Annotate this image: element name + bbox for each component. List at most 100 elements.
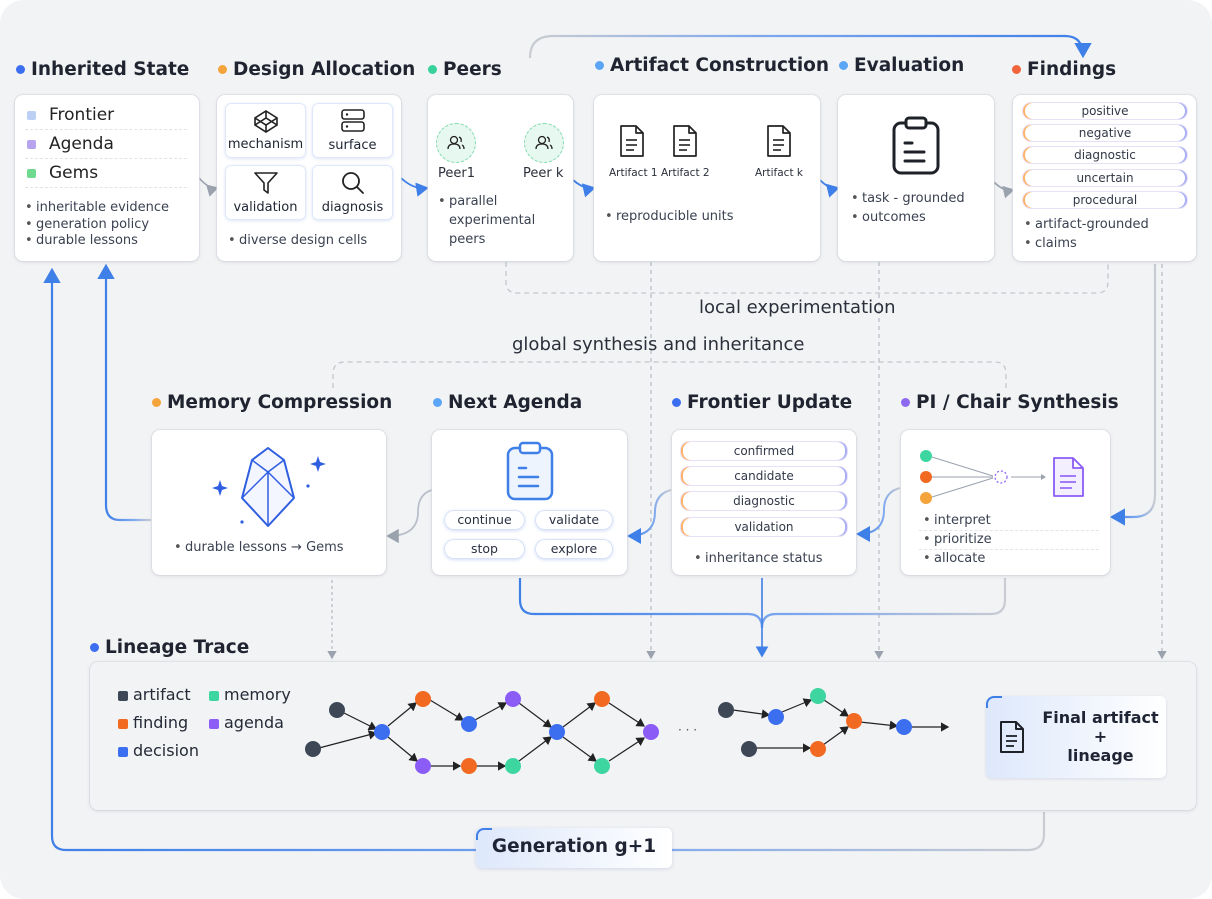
design-allocation-card: mechanism surface validation diagnosis d… bbox=[217, 95, 401, 261]
bullet: interpret bbox=[923, 512, 991, 529]
findings-title: Findings bbox=[1012, 59, 1116, 80]
agenda-option-explore: explore bbox=[535, 539, 613, 559]
mechanism-label: mechanism bbox=[227, 137, 304, 152]
bullet: allocate bbox=[923, 550, 985, 567]
diagnosis-label: diagnosis bbox=[321, 200, 384, 215]
validation-cell: validation bbox=[225, 165, 306, 220]
legend-artifact: artifact bbox=[118, 685, 191, 704]
lineage-trace-title-text: Lineage Trace bbox=[105, 637, 250, 658]
evaluation-title: Evaluation bbox=[839, 55, 964, 76]
bullet: diverse design cells bbox=[228, 232, 367, 249]
memory-compression-title-text: Memory Compression bbox=[167, 392, 393, 413]
artifact-construction-card: Artifact 1 Artifact 2 Artifact k reprodu… bbox=[594, 95, 820, 261]
synthesis-flow-icon bbox=[920, 450, 1084, 504]
lineage-graph bbox=[318, 698, 950, 771]
bullet: prioritize bbox=[923, 531, 992, 548]
finding-pill-negative: negative bbox=[1023, 125, 1187, 141]
artifact-swatch bbox=[118, 690, 128, 701]
legend-memory: memory bbox=[209, 685, 291, 704]
users-icon bbox=[535, 135, 553, 150]
frontier-pill-diagnostic: diagnostic bbox=[681, 492, 847, 510]
local-bracket bbox=[505, 262, 1109, 294]
document-icon bbox=[1000, 721, 1024, 753]
surface-cell: surface bbox=[312, 103, 393, 158]
artifact-2-label: Artifact 2 bbox=[661, 167, 710, 179]
lineage-trace-title: Lineage Trace bbox=[90, 637, 249, 658]
frontier-pill-candidate: candidate bbox=[681, 467, 847, 485]
search-icon bbox=[341, 172, 364, 194]
lineage-ellipsis: · · · bbox=[678, 723, 698, 737]
peer1-label: Peer1 bbox=[438, 166, 475, 181]
validation-label: validation bbox=[233, 200, 298, 215]
filter-icon bbox=[253, 172, 278, 194]
peers-title-text: Peers bbox=[443, 59, 502, 80]
final-artifact-label: Final artifact + lineage bbox=[1038, 708, 1163, 765]
mechanism-cell: mechanism bbox=[225, 103, 306, 158]
legend-agenda-label: agenda bbox=[224, 713, 284, 732]
finding-pill-positive: positive bbox=[1023, 103, 1187, 119]
agenda-option-validate: validate bbox=[535, 510, 613, 530]
pi-synthesis-card: interpret prioritize allocate bbox=[901, 430, 1110, 575]
findings-card: positive negative diagnostic uncertain p… bbox=[1013, 95, 1196, 261]
bullet: artifact-grounded bbox=[1024, 216, 1149, 233]
feedback-arc-top bbox=[528, 34, 1092, 59]
agenda-option-continue: continue bbox=[444, 510, 525, 530]
inherited-state-title-text: Inherited State bbox=[31, 59, 190, 80]
legend-finding-label: finding bbox=[133, 713, 189, 732]
connector-1 bbox=[198, 177, 219, 197]
memory-to-inherited bbox=[97, 263, 151, 522]
bullet: reproducible units bbox=[605, 208, 733, 225]
frontier-label: Frontier bbox=[49, 105, 115, 125]
lineage-nodes bbox=[305, 688, 912, 774]
next-agenda-title-text: Next Agenda bbox=[448, 392, 583, 413]
connector-4 bbox=[819, 179, 840, 198]
stage-dot bbox=[218, 65, 227, 74]
frontier-update-title: Frontier Update bbox=[672, 392, 852, 413]
peerk-avatar bbox=[524, 123, 564, 163]
stage-dot bbox=[839, 61, 848, 70]
agenda-icon bbox=[27, 139, 36, 149]
bullet: durable lessons bbox=[25, 232, 138, 249]
legend-finding: finding bbox=[118, 713, 188, 732]
document-icon bbox=[767, 125, 791, 157]
frontier-update-title-text: Frontier Update bbox=[687, 392, 853, 413]
bullet: durable lessons → Gems bbox=[174, 539, 344, 556]
codepen-icon bbox=[253, 110, 278, 133]
gems-icon bbox=[27, 168, 36, 178]
peerk-label: Peer k bbox=[523, 166, 564, 181]
global-bracket bbox=[332, 361, 1007, 388]
peer1-avatar bbox=[436, 123, 476, 163]
stage-dot bbox=[901, 398, 910, 407]
design-allocation-title-text: Design Allocation bbox=[233, 59, 416, 80]
final-artifact-card: Final artifact + lineage bbox=[986, 696, 1166, 778]
peers-title: Peers bbox=[428, 59, 502, 80]
design-allocation-title: Design Allocation bbox=[218, 59, 415, 80]
list-item-agenda: Agenda bbox=[27, 134, 114, 154]
stage-dot bbox=[1012, 65, 1021, 74]
memory-swatch bbox=[209, 690, 219, 701]
frontier-icon bbox=[27, 110, 36, 120]
findings-title-text: Findings bbox=[1027, 59, 1117, 80]
agenda-to-memory bbox=[386, 489, 433, 544]
users-icon bbox=[447, 135, 465, 150]
memory-compression-title: Memory Compression bbox=[152, 392, 392, 413]
diagnosis-cell: diagnosis bbox=[312, 165, 393, 220]
legend-memory-label: memory bbox=[224, 685, 291, 704]
agenda-swatch bbox=[209, 718, 219, 729]
peers-card: Peer1 Peer k parallel experimental peers bbox=[428, 95, 573, 261]
memory-compression-card: durable lessons → Gems bbox=[152, 430, 386, 575]
surface-label: surface bbox=[328, 138, 377, 153]
stage-dot bbox=[428, 65, 437, 74]
clipboard-icon bbox=[892, 116, 940, 175]
gem-icon bbox=[212, 447, 326, 527]
final-artifact-line3: lineage bbox=[1067, 746, 1134, 765]
local-experimentation-label: local experimentation bbox=[699, 297, 896, 318]
stage-dot bbox=[152, 398, 161, 407]
evaluation-title-text: Evaluation bbox=[854, 55, 965, 76]
legend-decision: decision bbox=[118, 741, 199, 760]
bullet: inheritable evidence bbox=[25, 199, 169, 216]
artifact-construction-title: Artifact Construction bbox=[595, 55, 829, 76]
artifact-k-label: Artifact k bbox=[755, 167, 803, 179]
findings-to-synthesis bbox=[1109, 264, 1157, 526]
